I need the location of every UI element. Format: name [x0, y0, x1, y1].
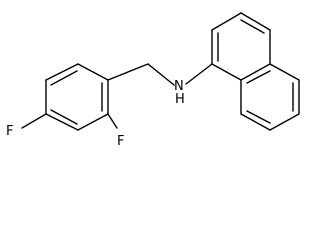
fluorine-ortho-bond: [107, 113, 118, 129]
ring-bond: [77, 113, 109, 131]
amine-nitrogen-label: N: [174, 79, 184, 94]
ring-double-bond: [246, 110, 271, 124]
difluorophenyl-ring: [45, 63, 109, 131]
naphthalene-lower-ring: [240, 63, 300, 131]
fluorine-para-bond: [21, 113, 47, 129]
ring-bond: [240, 12, 271, 31]
ring-double-bond: [50, 70, 78, 86]
ring-bond: [269, 63, 300, 81]
fluorine-para-label: F: [6, 124, 13, 139]
ring-double-bond: [240, 19, 265, 34]
ring-bond: [240, 113, 271, 131]
ring-double-bond: [246, 70, 271, 84]
ring-bond: [45, 113, 79, 131]
benzyl-amine-bond: [147, 63, 175, 86]
ring-bond: [240, 63, 271, 81]
molecule-diagram: N H F F: [6, 12, 300, 149]
ring-bond: [211, 63, 242, 81]
ring-double-bond: [50, 109, 78, 125]
ring-bond: [211, 12, 242, 31]
ring-bond: [45, 63, 79, 81]
benzyl-ring-bond: [107, 63, 149, 81]
amine-hydrogen-label: H: [175, 92, 185, 107]
ring-bond: [77, 63, 109, 81]
ring-bond: [269, 113, 300, 131]
amine-naphthyl-bond: [185, 63, 213, 85]
naphthalene-upper-ring: [211, 12, 271, 81]
fluorine-ortho-label: F: [117, 134, 124, 149]
